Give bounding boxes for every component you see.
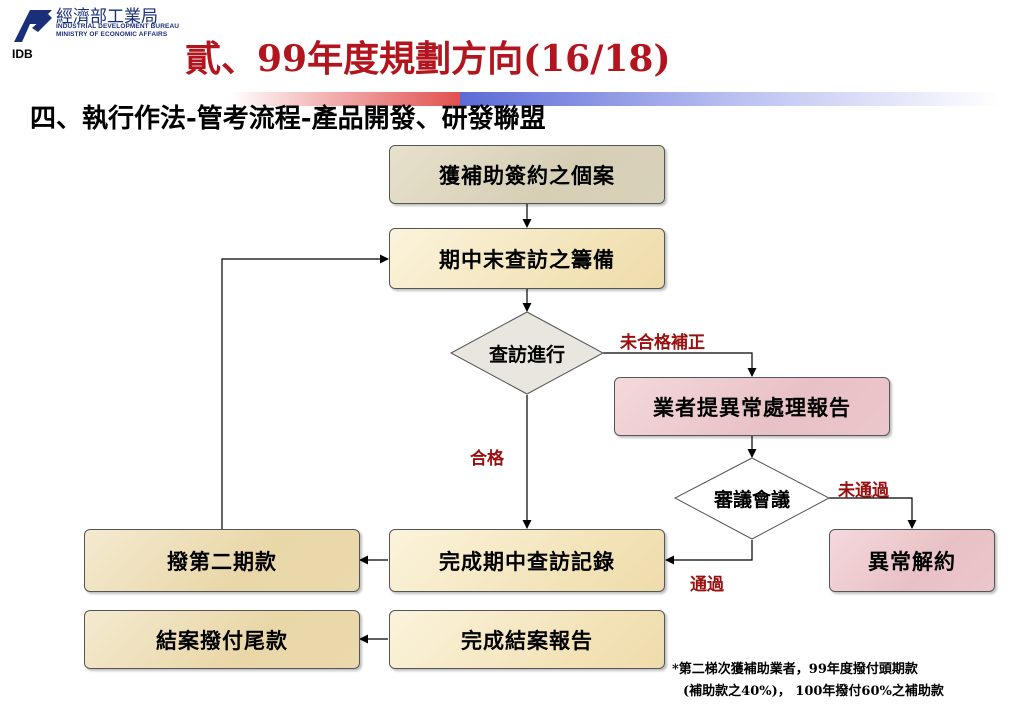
footnote-line2: (補助款之40%)， 100年撥付60%之補助款 xyxy=(683,684,944,699)
logo-english-line1: INDUSTRIAL DEVELOPMENT BUREAU xyxy=(56,23,180,30)
label-passed: 通過 xyxy=(690,575,724,595)
label-fail-correct: 未合格補正 xyxy=(620,333,705,353)
step-signed-case: 獲補助簽約之個案 xyxy=(389,145,665,204)
decor-band-blue xyxy=(460,92,1000,106)
footnote-line1: *第二梯次獲補助業者，99年度撥付頭期款 xyxy=(672,662,918,677)
arrow-visit-to-report xyxy=(603,352,757,377)
arrow-pay2-to-prepare xyxy=(221,254,389,529)
step-prepare-visit: 期中末查訪之籌備 xyxy=(389,228,665,289)
logo-english-line2: MINISTRY OF ECONOMIC AFFAIRS xyxy=(56,31,168,38)
decision-review-meeting: 審議會議 xyxy=(713,488,790,511)
step-complete-final-report: 完成結案報告 xyxy=(389,610,665,669)
decor-band-red xyxy=(230,92,460,106)
decision-visit: 查訪進行 xyxy=(488,343,565,366)
label-pass: 合格 xyxy=(470,449,504,469)
page-title: 貳、99年度規劃方向(16/18) xyxy=(185,38,671,80)
arrow-review-to-record xyxy=(665,540,753,565)
arrow-review-to-terminate xyxy=(829,497,917,529)
logo-abbreviation: IDB xyxy=(12,47,33,61)
step-abnormal-report: 業者提異常處理報告 xyxy=(614,377,890,436)
diamond-review-shape xyxy=(673,457,831,540)
diamond-visit-shape xyxy=(449,311,605,395)
label-not-pass: 未通過 xyxy=(838,481,889,501)
step-second-payment: 撥第二期款 xyxy=(84,529,360,592)
logo-chinese-name: 經濟部工業局 xyxy=(56,7,158,27)
step-terminate-contract: 異常解約 xyxy=(829,529,995,592)
step-complete-visit-record: 完成期中查訪記錄 xyxy=(389,529,665,592)
step-final-payment: 結案撥付尾款 xyxy=(84,610,360,669)
page-subtitle: 四、執行作法-管考流程-產品開發、研發聯盟 xyxy=(30,104,546,134)
idb-logo-icon xyxy=(14,10,52,42)
